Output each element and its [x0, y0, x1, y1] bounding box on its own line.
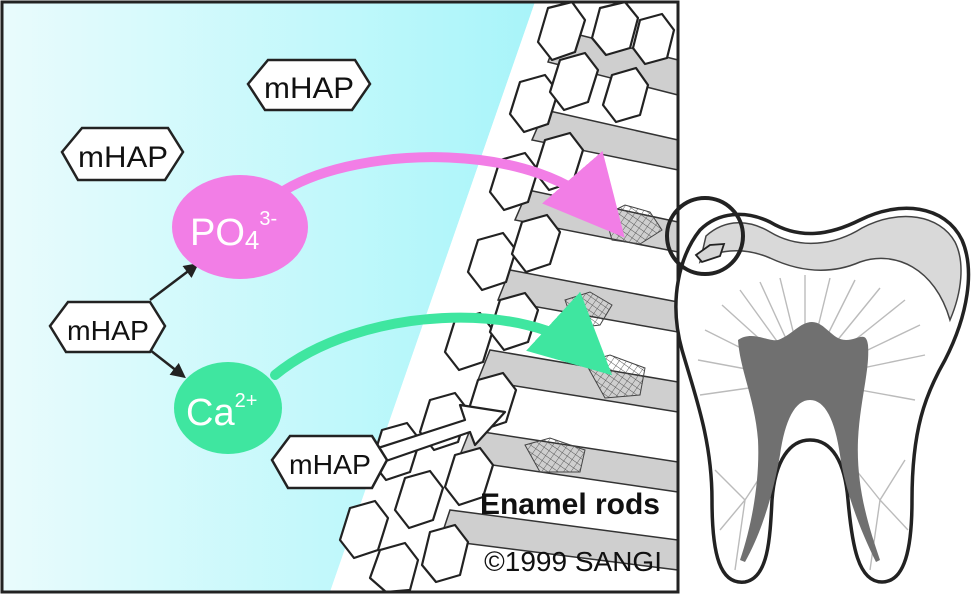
svg-text:Ca2+: Ca2+ [186, 390, 257, 434]
mhap-arrow-to-enamel [376, 403, 507, 464]
svg-text:PO43-: PO43- [190, 208, 277, 255]
calcium-ion: Ca2+ [174, 362, 282, 454]
copyright-label: ©1999 SANGI [484, 546, 662, 577]
enamel-rods-label: Enamel rods [480, 488, 660, 521]
mhap-hex-bottom-label: mHAP [289, 449, 371, 480]
calcium-label: Ca [186, 392, 235, 434]
mhap-hex-top-label: mHAP [264, 72, 354, 105]
mhap-hex-bottom: mHAP [270, 434, 389, 490]
mhap-hex-source-label: mHAP [67, 315, 149, 346]
mhap-arrow-to-ca [149, 349, 186, 379]
mhap-hex-left-label: mHAP [78, 141, 168, 174]
phosphate-subscript: 4 [245, 225, 259, 255]
mhap-arrow-to-po4 [149, 262, 199, 301]
phosphate-label: PO [190, 212, 245, 254]
mhap-hex-left: mHAP [60, 126, 185, 182]
phosphate-arrow [280, 151, 625, 238]
tooth-illustration [665, 196, 971, 584]
pulp-chamber [738, 322, 880, 562]
calcium-superscript: 2+ [235, 390, 258, 412]
magnifier-circle [665, 196, 745, 276]
phosphate-superscript: 3- [259, 208, 277, 230]
enamel-cap [698, 215, 962, 323]
phosphate-ion: PO43- [172, 175, 308, 279]
caries-spot [694, 243, 726, 264]
enamel-rod-heads [338, 0, 676, 594]
enamel-panel: mHAP mHAP mHAP mHAP PO43- Ca2+ [2, 0, 679, 594]
calcium-arrow [270, 291, 613, 380]
mhap-hex-top: mHAP [246, 58, 372, 112]
mhap-hex-source: mHAP [48, 300, 167, 354]
